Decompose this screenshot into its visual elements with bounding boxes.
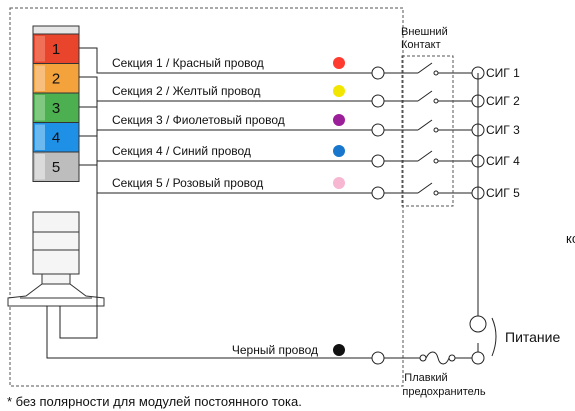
sig-label: СИГ 5 xyxy=(486,186,520,200)
tower-segment-1: 1 xyxy=(32,33,80,64)
signal-tower: 1 2 3 4 5 xyxy=(7,25,105,307)
tower-return-wire xyxy=(59,82,98,339)
power-label: Питание xyxy=(505,329,560,345)
tower-segment-highlight xyxy=(35,154,45,180)
tower-body xyxy=(32,211,80,275)
black-wire-terminal xyxy=(371,351,385,365)
black-wire-color-dot xyxy=(333,344,345,356)
external-contact-box xyxy=(401,55,454,207)
fuse-contact xyxy=(419,354,427,362)
tower-segment-highlight xyxy=(35,36,45,62)
tower-segment-number: 1 xyxy=(52,41,60,58)
tower-neck xyxy=(41,273,71,285)
sig-label: СИГ 4 xyxy=(486,154,520,168)
wire-terminal xyxy=(371,186,385,200)
wire-color-dot xyxy=(333,145,345,157)
switch-blade xyxy=(417,182,433,194)
side-text-fragment: кс xyxy=(566,231,575,246)
wire-terminal xyxy=(371,123,385,137)
tower-segment-number: 4 xyxy=(52,129,60,146)
black-wire-label: Черный провод xyxy=(232,343,318,357)
fuse-icon xyxy=(425,351,450,365)
switch-contact xyxy=(433,190,439,196)
tower-segment-highlight xyxy=(35,95,45,121)
tower-segment-5: 5 xyxy=(32,151,80,182)
tower-segment-number: 3 xyxy=(52,100,60,117)
wire-color-dots xyxy=(333,57,345,189)
tower-base xyxy=(7,283,105,307)
tower-segment-4: 4 xyxy=(32,122,80,153)
wire-label: Секция 1 / Красный провод xyxy=(112,56,264,70)
tower-boundary xyxy=(9,7,404,387)
wire-label: Секция 5 / Розовый провод xyxy=(112,176,263,190)
fuse-terminal xyxy=(471,351,485,365)
sig-label: СИГ 3 xyxy=(486,123,520,137)
tower-segment-3: 3 xyxy=(32,92,80,123)
tower-segment-number: 5 xyxy=(52,159,60,176)
fuse-label-line2: предохранитель xyxy=(402,386,485,398)
sig-label: СИГ 1 xyxy=(486,66,520,80)
power-terminal-top xyxy=(469,315,487,333)
black-wire xyxy=(46,306,372,359)
tower-segment-2: 2 xyxy=(32,63,80,94)
sig-terminals: СИГ 1 СИГ 2 СИГ 3 СИГ 4 СИГ 5 xyxy=(371,62,520,200)
external-contact-label-line2: Контакт xyxy=(401,39,441,51)
switch-blade xyxy=(417,150,433,162)
wire-label: Секция 4 / Синий провод xyxy=(112,144,251,158)
signal-wire xyxy=(79,47,372,74)
fuse-label-line1: Плавкий xyxy=(404,372,447,384)
wire-label: Секция 3 / Фиолетовый провод xyxy=(112,113,285,127)
switch-blade xyxy=(417,119,433,131)
wire-terminal xyxy=(371,154,385,168)
wire-color-dot xyxy=(333,177,345,189)
wire-label: Секция 2 / Желтый провод xyxy=(112,84,261,98)
power-bracket xyxy=(491,317,497,357)
tower-segment-highlight xyxy=(35,65,45,91)
fuse-contact xyxy=(448,354,456,362)
footnote: * без полярности для модулей постоянного… xyxy=(7,394,302,409)
wire-color-dot xyxy=(333,85,345,97)
switch-contact xyxy=(433,98,439,104)
switch-blade xyxy=(417,62,433,74)
switch-blade xyxy=(417,90,433,102)
sig-label: СИГ 2 xyxy=(486,94,520,108)
wire-color-dot xyxy=(333,114,345,126)
switch-contact xyxy=(433,127,439,133)
switch-contact xyxy=(433,158,439,164)
tower-segment-highlight xyxy=(35,124,45,150)
tower-segment-number: 2 xyxy=(52,70,60,87)
external-contact-label-line1: Внешний xyxy=(401,26,448,38)
switch-contact xyxy=(433,70,439,76)
wire-terminal xyxy=(371,66,385,80)
wire-terminal xyxy=(371,94,385,108)
wire-color-dot xyxy=(333,57,345,69)
tower-segments: 1 2 3 4 5 xyxy=(32,33,80,182)
tower-cap xyxy=(32,25,80,35)
